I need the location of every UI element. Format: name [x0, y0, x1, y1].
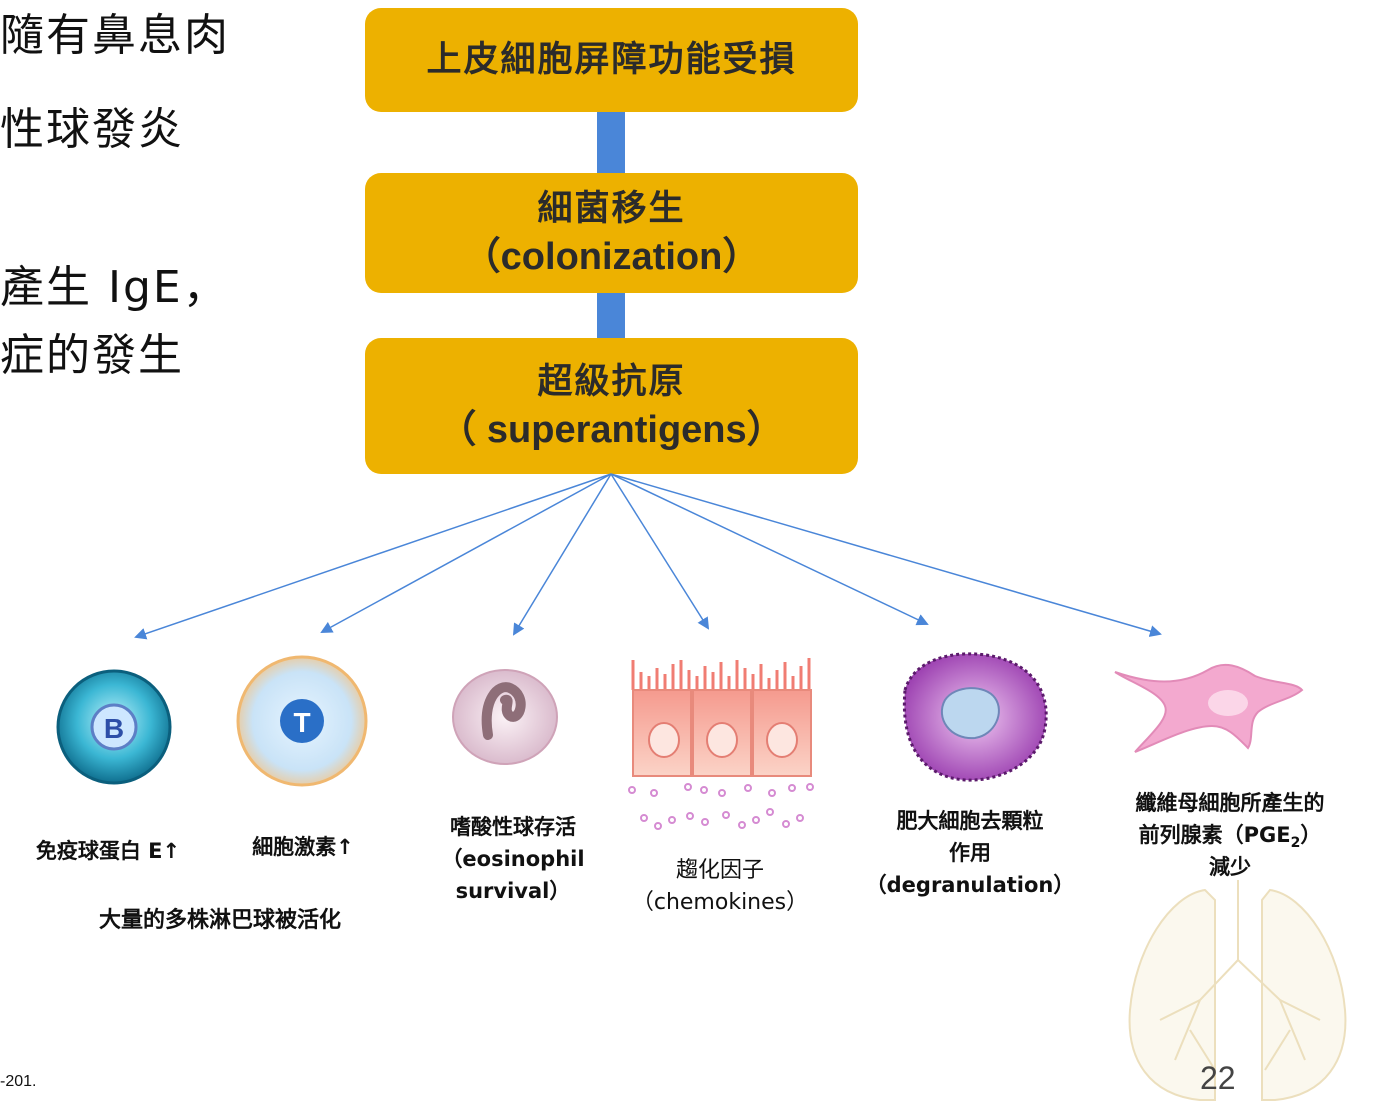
fibroblast-icon [1114, 663, 1304, 753]
t-cell-letter: T [293, 707, 310, 738]
chemokines-label-line-2: （chemokines） [631, 890, 809, 915]
left-text-line-3: 產生 IgE， [0, 262, 229, 313]
arrow-to-fibroblast [610, 473, 1162, 637]
flow-box-barrier-label: 上皮細胞屏障功能受損 [426, 40, 797, 80]
fibroblast-label-pge-suffix: ） [1300, 823, 1322, 847]
arrow-box2-box3 [597, 292, 625, 342]
flow-box-barrier-damage: 上皮細胞屏障功能受損 [365, 8, 858, 112]
mast-cell-label-line-1: 肥大細胞去顆粒 [896, 809, 1044, 833]
flow-box-superantigens-title: 超級抗原 [537, 362, 686, 402]
arrow-to-eosinophil [512, 473, 612, 636]
mast-cell-label-line-3: （degranulation） [865, 873, 1075, 897]
fibroblast-label-line-2: 前列腺素（PGE2） [1100, 820, 1360, 858]
epithelium-icon [628, 658, 814, 830]
flow-box-colonization: 細菌移生 （colonization） [365, 173, 858, 293]
fan-out-arrows [134, 473, 1162, 640]
mast-cell-label-line-2: 作用 [949, 841, 991, 865]
arrow-to-t-cell [320, 473, 612, 633]
eosinophil-icon [452, 669, 558, 765]
lungs-watermark-icon [1128, 880, 1347, 1101]
fibroblast-label-line-3: 減少 [1209, 855, 1251, 879]
flow-box-superantigens-subtitle: （ superantigens） [438, 409, 785, 451]
arrow-to-mast-cell [610, 473, 929, 626]
left-text-line-2: 性球發炎 [0, 104, 184, 155]
left-text-line-4: 症的發生 [0, 330, 184, 381]
reference-fragment: -201. [0, 1073, 37, 1090]
arrow-to-b-cell [134, 473, 612, 640]
left-text-line-1: 隨有鼻息肉 [0, 10, 230, 61]
ige-label: 免疫球蛋白 E↑ [35, 839, 181, 863]
flow-box-colonization-title: 細菌移生 [537, 189, 686, 229]
arrow-to-epithelium [610, 473, 710, 630]
eosinophil-label-line-2: （eosinophil [441, 847, 585, 871]
flow-box-superantigens: 超級抗原 （ superantigens） [365, 338, 858, 474]
chemokines-label-line-1: 趨化因子 [675, 858, 764, 883]
mast-cell-icon [902, 652, 1048, 782]
fibroblast-label-line-1: 纖維母細胞所產生的 [1135, 791, 1325, 815]
fibroblast-label-pge-prefix: 前列腺素（PGE [1138, 823, 1291, 847]
cytokine-label: 細胞激素↑ [252, 835, 354, 859]
eosinophil-label-line-1: 嗜酸性球存活 [450, 815, 576, 839]
fibroblast-label-pge-subscript: 2 [1290, 835, 1301, 852]
b-cell-letter: B [104, 713, 124, 744]
b-cell-icon: B [56, 669, 172, 785]
t-cell-icon: T [236, 655, 368, 787]
arrow-box1-box2 [597, 112, 625, 174]
flow-box-colonization-subtitle: （colonization） [462, 236, 761, 278]
slide-number: 22 [1200, 1060, 1236, 1096]
eosinophil-label-line-3: survival） [455, 879, 571, 903]
lymphocyte-activation-label: 大量的多株淋巴球被活化 [98, 908, 341, 933]
